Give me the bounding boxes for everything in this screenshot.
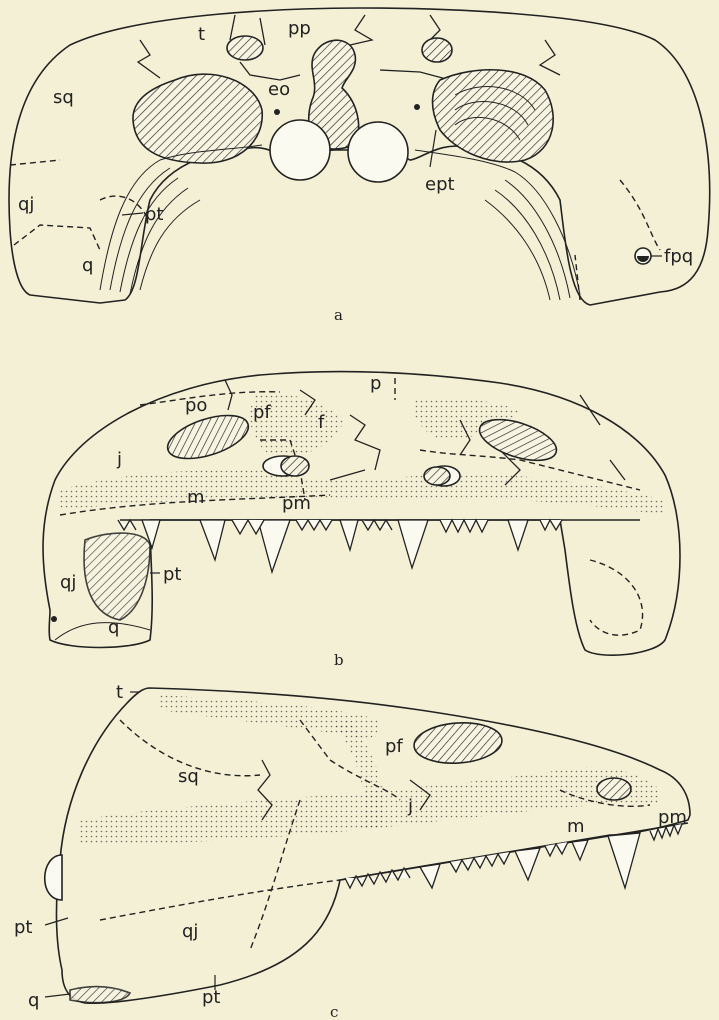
label-b-pf: pf (253, 402, 271, 423)
label-c-pf: pf (385, 736, 403, 757)
label-c-qj: qj (182, 921, 198, 942)
label-c-pm: pm (658, 807, 687, 828)
marginal-teeth-c (345, 824, 682, 888)
label-c-t: t (116, 682, 123, 703)
label-b-p: p (370, 373, 381, 394)
label-c-sq: sq (178, 766, 199, 787)
label-b-po: po (185, 395, 207, 416)
label-b-q: q (108, 617, 119, 638)
panel-a-occipital-view: t pp sq eo qj q pt ept fpq a (9, 8, 710, 324)
label-a-pt: pt (145, 204, 163, 225)
label-b-j: j (116, 449, 122, 470)
label-c-q: q (28, 990, 39, 1011)
caption-a: a (334, 306, 343, 324)
panel-c-lateral-view: t sq pf j m pm qj pt pt q c (14, 682, 690, 1020)
label-c-pt-upper: pt (14, 917, 32, 938)
caption-c: c (330, 1003, 338, 1020)
panel-b-frontal-view: p po pf f j m pm qj q pt b (43, 372, 680, 669)
label-a-fpq: fpq (664, 246, 693, 267)
label-a-sq: sq (53, 87, 74, 108)
marginal-teeth-b (118, 520, 562, 572)
caption-b: b (334, 651, 344, 669)
label-c-m: m (567, 816, 585, 837)
label-b-pm: pm (282, 493, 311, 514)
label-a-qj: qj (18, 194, 34, 215)
label-c-pt-lower: pt (202, 987, 220, 1008)
label-a-eo: eo (268, 79, 290, 100)
label-a-ept: ept (425, 174, 455, 195)
exoccipital-foramen-right (414, 104, 420, 110)
label-a-t: t (198, 24, 205, 45)
label-b-f: f (318, 412, 325, 433)
label-a-q: q (82, 255, 93, 276)
exoccipital-foramen-left (274, 109, 280, 115)
label-a-pp: pp (288, 18, 311, 39)
label-b-m: m (187, 487, 205, 508)
label-c-j: j (407, 796, 413, 817)
label-b-qj: qj (60, 572, 76, 593)
label-b-pt: pt (163, 564, 181, 585)
